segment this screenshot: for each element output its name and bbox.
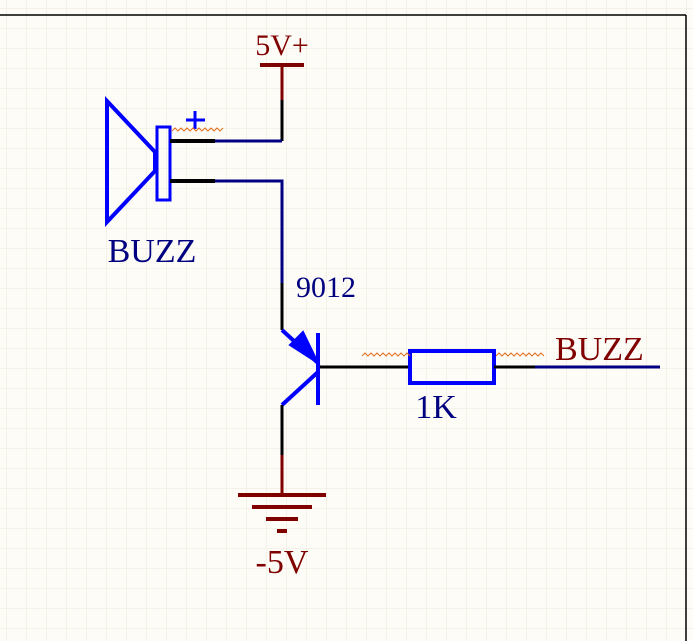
- wire-buzz-minus-to-collector: [215, 179, 284, 283]
- resistor-squiggle-right: [495, 352, 545, 357]
- resistor-1k[interactable]: 1K: [361, 349, 545, 426]
- resistor-squiggle-left: [361, 352, 411, 357]
- buzzer-component[interactable]: BUZZ: [105, 95, 224, 270]
- power-port-5v[interactable]: 5V+: [255, 29, 309, 100]
- net-label-buzz[interactable]: BUZZ: [535, 331, 660, 369]
- net-label-text: BUZZ: [555, 331, 644, 368]
- transistor-9012[interactable]: 9012: [280, 271, 370, 455]
- resistor-label: 1K: [415, 389, 457, 426]
- buzzer-squiggle: [171, 127, 224, 132]
- buzzer-designator: BUZZ: [108, 233, 197, 270]
- transistor-label: 9012: [296, 271, 356, 304]
- emitter-arrow: [288, 330, 321, 366]
- buzzer-body: [155, 125, 172, 202]
- ground-port-minus5v[interactable]: -5V: [238, 455, 326, 581]
- power-label: 5V+: [255, 29, 309, 62]
- ground-label: -5V: [256, 544, 309, 581]
- buzzer-horn: [105, 95, 157, 228]
- collector-line: [280, 370, 320, 407]
